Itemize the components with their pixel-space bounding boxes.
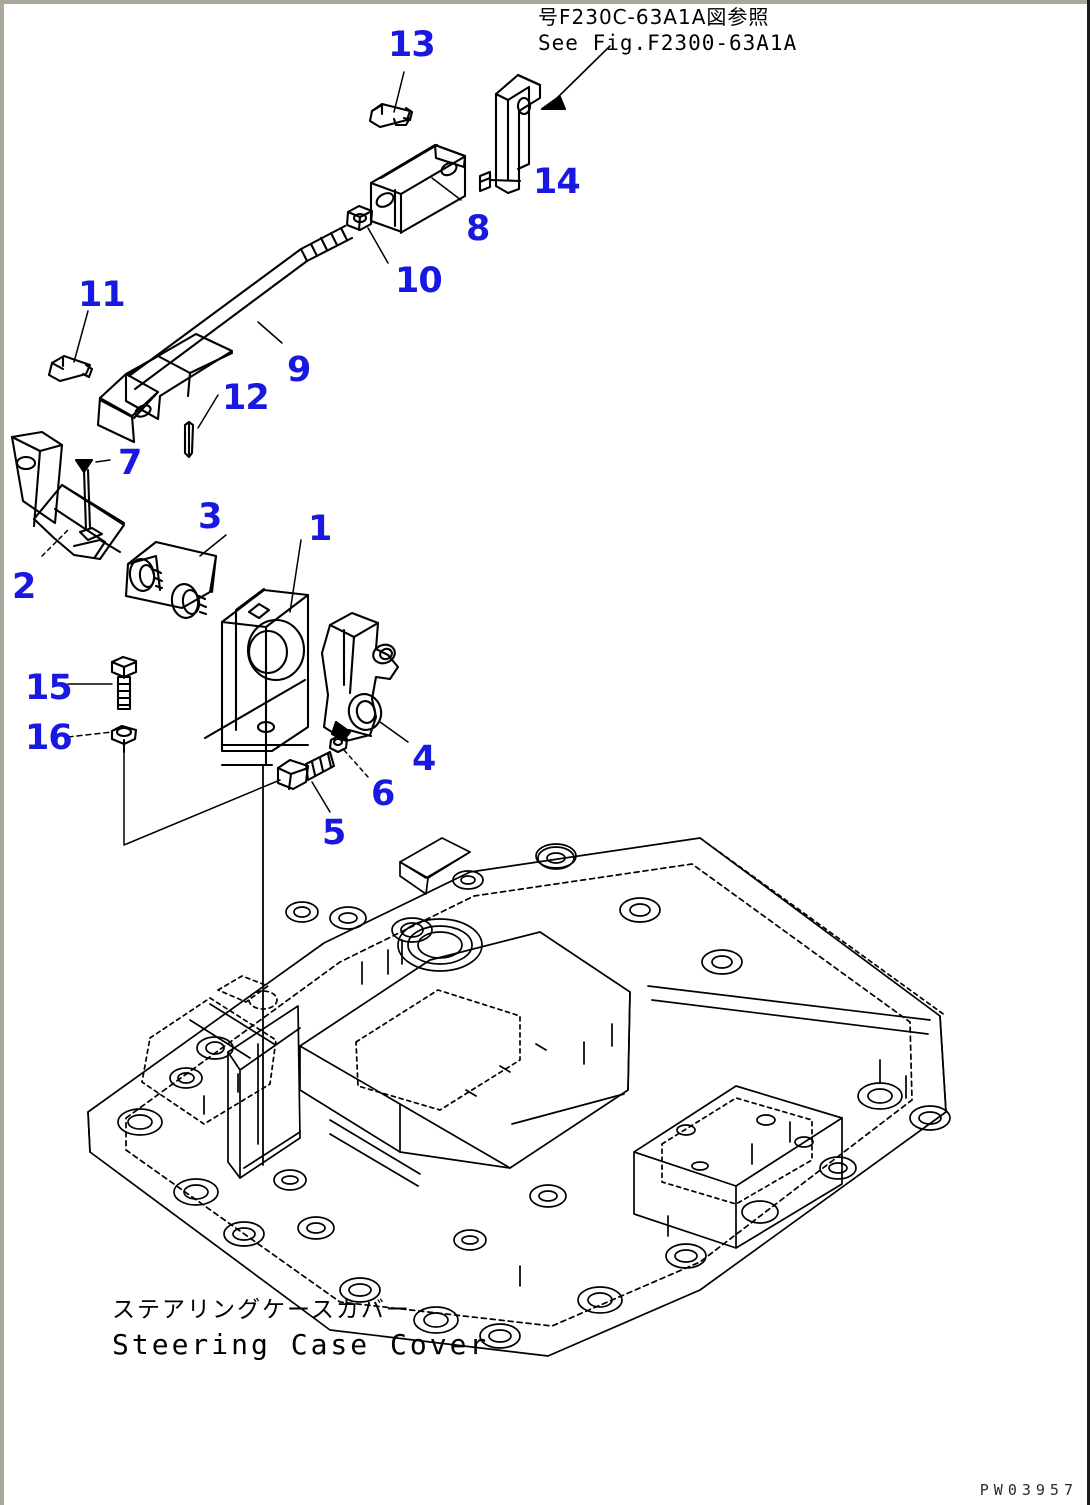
caption-english: Steering Case Cover — [112, 1328, 490, 1361]
callout-14[interactable]: 14 — [533, 162, 581, 202]
callout-7[interactable]: 7 — [118, 443, 142, 483]
callout-13[interactable]: 13 — [388, 25, 436, 65]
reference-note: 号F230C-63A1A図参照 See Fig.F2300-63A1A — [538, 4, 797, 56]
part-12-cotter-pin — [183, 420, 195, 459]
part-11-small-pin — [47, 354, 94, 383]
rod-end-sleeve — [96, 332, 234, 444]
callout-2[interactable]: 2 — [12, 567, 36, 607]
callout-12[interactable]: 12 — [222, 378, 270, 418]
part-10-lock-nut — [345, 204, 374, 232]
callout-16[interactable]: 16 — [25, 718, 73, 758]
caption-japanese: ステアリングケースカバー — [112, 1297, 411, 1323]
part-6-small-nut — [328, 734, 349, 754]
callout-4[interactable]: 4 — [412, 739, 436, 779]
reference-note-jp: 号F230C-63A1A図参照 — [538, 5, 770, 29]
callout-3[interactable]: 3 — [198, 497, 222, 537]
part-14-link-plate — [478, 73, 542, 195]
part-1-bracket-housing — [203, 587, 310, 767]
reference-note-en: See Fig.F2300-63A1A — [538, 31, 798, 55]
part-8-clevis-block — [369, 143, 467, 235]
callout-10[interactable]: 10 — [395, 261, 443, 301]
page-edge-top — [0, 0, 1090, 4]
steering-case-cover-casting — [87, 837, 951, 1357]
page-edge-left — [0, 0, 4, 1505]
callout-8[interactable]: 8 — [466, 209, 490, 249]
page-edge-right — [1087, 0, 1090, 1505]
callout-1[interactable]: 1 — [308, 509, 332, 549]
part-2-support-plate — [10, 430, 126, 561]
part-4-lever-arm — [320, 611, 400, 743]
callout-15[interactable]: 15 — [25, 668, 73, 708]
callout-5[interactable]: 5 — [322, 813, 346, 853]
part-16-washer — [110, 724, 138, 754]
part-5-short-bolt — [276, 750, 336, 791]
callout-9[interactable]: 9 — [287, 350, 311, 390]
part-7-split-pin — [74, 458, 104, 542]
part-13-clevis-pin — [368, 102, 414, 129]
sheet-code: PW03957 — [979, 1481, 1078, 1499]
part-15-hex-bolt — [110, 655, 138, 711]
callout-6[interactable]: 6 — [371, 774, 395, 814]
diagram-caption: ステアリングケースカバー Steering Case Cover — [112, 1290, 489, 1361]
part-9-threaded-rod — [127, 224, 354, 391]
callout-11[interactable]: 11 — [78, 275, 126, 315]
part-3-bushings — [124, 540, 218, 619]
